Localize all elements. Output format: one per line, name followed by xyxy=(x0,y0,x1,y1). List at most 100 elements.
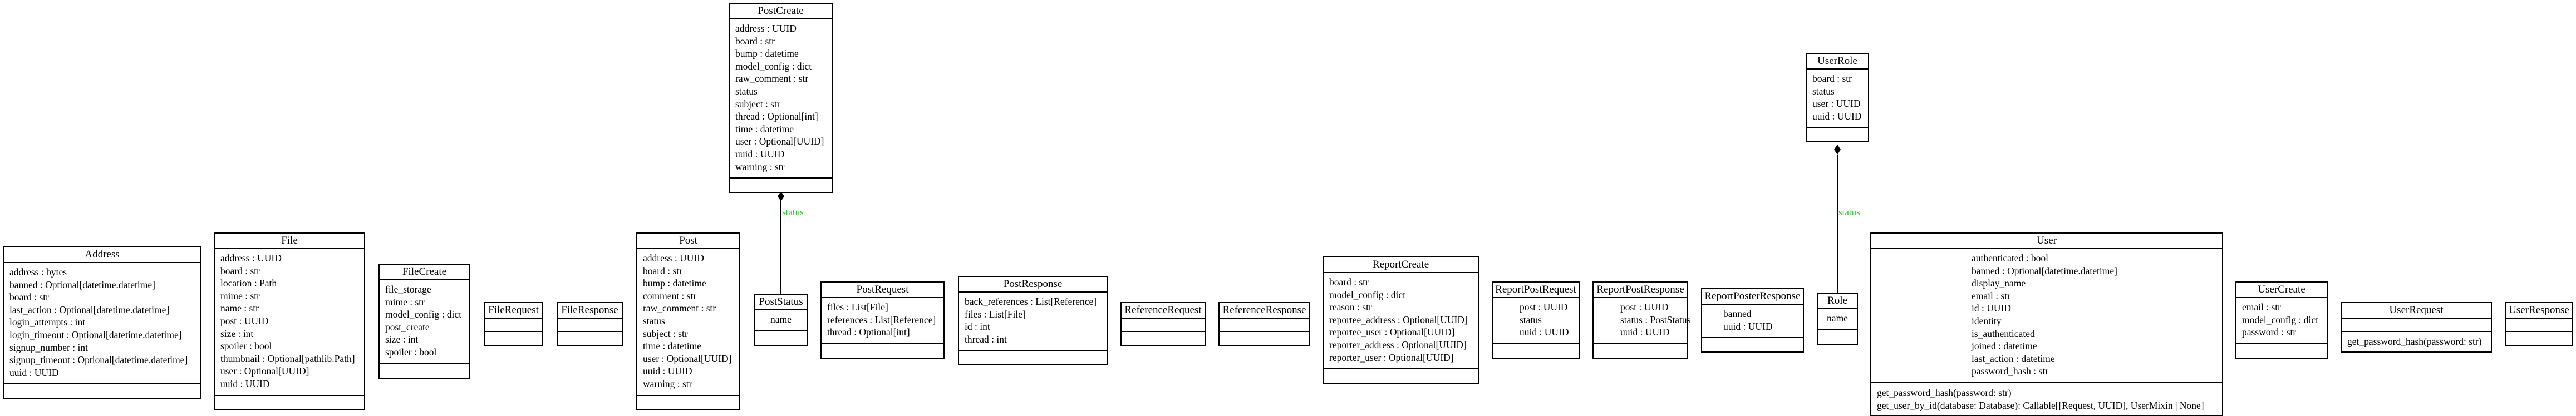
class-attributes: name xyxy=(755,310,807,331)
class-methods xyxy=(380,364,469,378)
relation-label-role: status xyxy=(1838,207,1860,217)
attribute: raw_comment : str xyxy=(643,303,716,314)
attribute: size : int xyxy=(385,334,419,345)
class-attributes: back_references : List[Reference]files :… xyxy=(959,293,1107,351)
attribute: banned : Optional[datetime.datetime] xyxy=(1972,265,2117,276)
attribute: password_hash : str xyxy=(1972,365,2049,377)
attribute: user : UUID xyxy=(1812,98,1861,110)
class-referencerequest[interactable]: ReferenceRequest xyxy=(1120,302,1206,346)
attribute: address : UUID xyxy=(220,252,282,264)
attribute: back_references : List[Reference] xyxy=(965,296,1097,307)
class-name: ReferenceRequest xyxy=(1122,303,1205,319)
class-name: PostCreate xyxy=(730,4,832,19)
attribute: user : Optional[UUID] xyxy=(735,136,824,147)
class-methods xyxy=(215,396,364,409)
attribute: time : datetime xyxy=(735,123,794,135)
class-attributes xyxy=(1220,319,1309,332)
class-methods xyxy=(1324,369,1478,383)
attribute: model_config : dict xyxy=(735,60,812,72)
attribute: file_storage xyxy=(385,284,431,295)
class-name: FileCreate xyxy=(380,265,469,280)
attribute: email : str xyxy=(1972,290,2010,301)
class-referenceresponse[interactable]: ReferenceResponse xyxy=(1218,302,1310,346)
attribute: uuid : UUID xyxy=(220,378,270,389)
class-name: UserRequest xyxy=(2342,303,2491,319)
attribute: id : UUID xyxy=(1972,303,2011,314)
attribute: thread : Optional[int] xyxy=(735,111,818,122)
class-name: ReportPostRequest xyxy=(1493,283,1579,298)
attribute: bump : datetime xyxy=(643,278,706,289)
class-attributes xyxy=(1122,319,1205,332)
class-userrequest[interactable]: UserRequest get_password_hash(password: s… xyxy=(2341,302,2492,353)
class-name: FileRequest xyxy=(485,303,542,319)
attribute: login_attempts : int xyxy=(9,316,86,328)
attribute: post_create xyxy=(385,321,430,333)
attribute: address : bytes xyxy=(9,266,67,278)
class-name: FileResponse xyxy=(558,303,622,319)
attribute: uuid : UUID xyxy=(1520,326,1569,338)
class-name: UserResponse xyxy=(2506,303,2572,319)
class-name: UserCreate xyxy=(2236,283,2327,298)
attribute: warning : str xyxy=(643,378,692,389)
class-methods xyxy=(1122,332,1205,345)
attribute: uuid : UUID xyxy=(9,367,59,378)
class-name: PostStatus xyxy=(755,295,807,310)
attribute: status xyxy=(1812,85,1835,97)
method: get_password_hash(password: str) xyxy=(2347,336,2482,347)
class-fileresponse[interactable]: FileResponse xyxy=(557,302,623,346)
attribute: banned xyxy=(1723,308,1752,319)
class-name: ReportPostResponse xyxy=(1594,283,1687,298)
class-attributes: name xyxy=(1818,309,1857,330)
attribute: authenticated : bool xyxy=(1972,252,2049,264)
attribute: name : str xyxy=(220,303,259,314)
composition-diamond-userrole xyxy=(1834,145,1841,155)
attribute: is_authenticated xyxy=(1972,328,2035,339)
class-methods xyxy=(1807,128,1868,141)
class-attributes xyxy=(485,319,542,332)
class-name: Address xyxy=(4,247,200,263)
attribute: references : List[Reference] xyxy=(827,314,936,325)
class-name: Role xyxy=(1818,294,1857,309)
class-methods xyxy=(2236,344,2327,358)
attribute: subject : str xyxy=(643,328,688,339)
attribute: model_config : dict xyxy=(1329,289,1406,300)
attribute: display_name xyxy=(1972,278,2026,289)
class-userresponse[interactable]: UserResponse xyxy=(2505,302,2573,346)
attribute: identity xyxy=(1972,315,2002,326)
class-methods xyxy=(1702,338,1803,351)
attribute: mime : str xyxy=(220,290,260,301)
class-methods xyxy=(2506,332,2572,345)
class-poststatus[interactable]: PostStatus name xyxy=(754,294,808,346)
attribute: warning : str xyxy=(735,161,785,172)
attribute: post : UUID xyxy=(1620,301,1669,313)
class-filerequest[interactable]: FileRequest xyxy=(484,302,543,346)
attribute: post : UUID xyxy=(1520,301,1568,313)
attribute: uuid : UUID xyxy=(1812,110,1862,122)
class-name: ReportCreate xyxy=(1324,257,1478,273)
attribute: reportee_address : Optional[UUID] xyxy=(1329,314,1468,325)
attribute: raw_comment : str xyxy=(735,73,809,85)
attribute: name xyxy=(770,314,792,325)
